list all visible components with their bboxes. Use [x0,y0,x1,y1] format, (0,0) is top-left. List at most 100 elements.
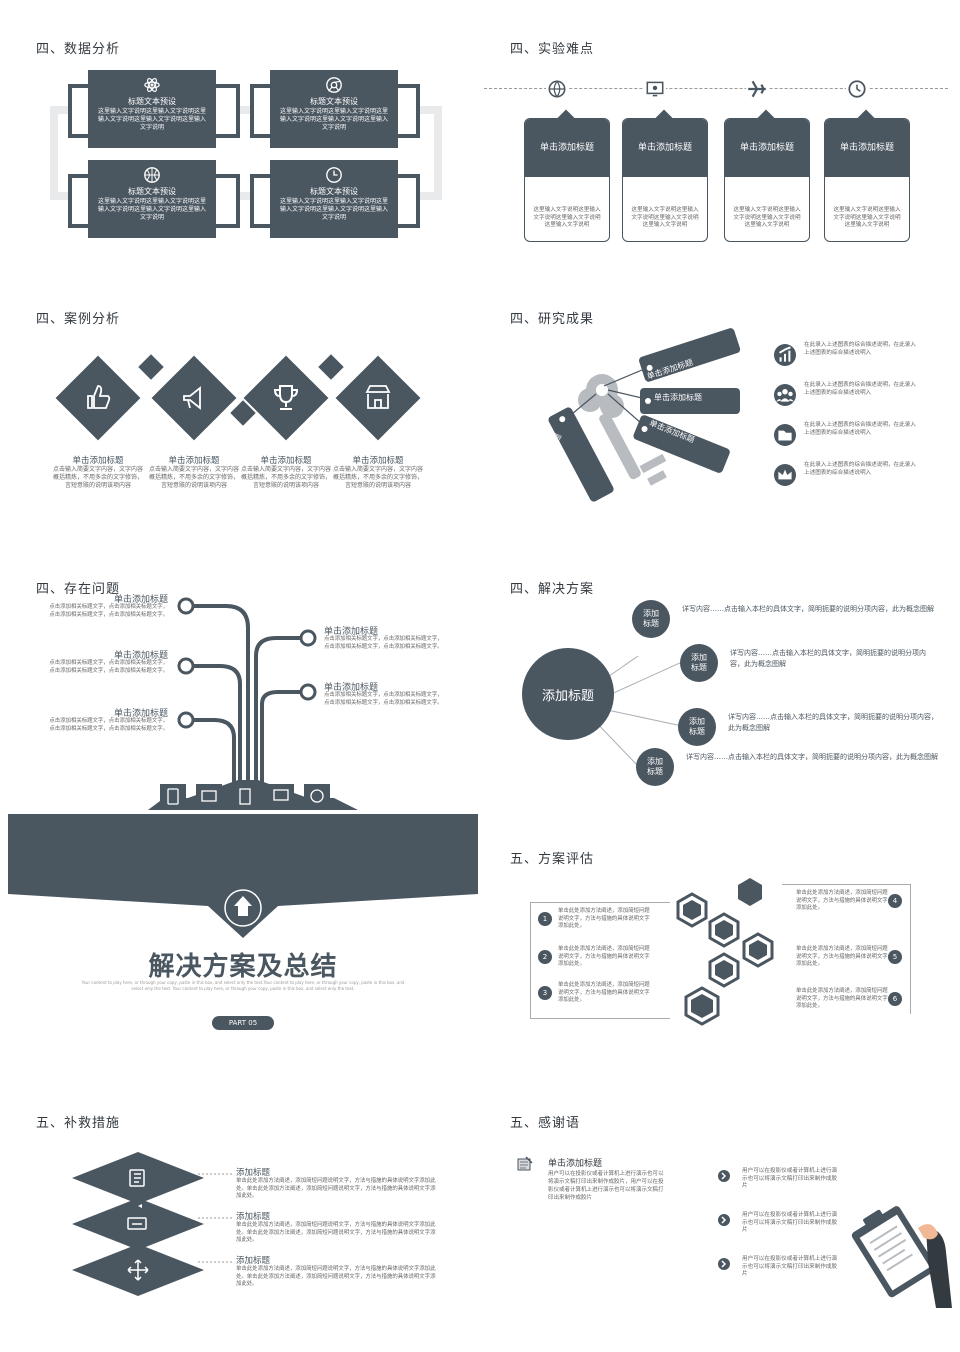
problem-body: 点击添加相关标题文字，点击添加相关标题文字，点击添加相关标题文字，点击添加相关标… [324,636,443,650]
box-head: 标题文本预设 [310,97,358,106]
bracket [214,174,240,228]
problem-head: 单击添加标题 [324,627,379,637]
cover-title: 解决方案及总结 [148,952,338,982]
frame-bg [50,106,442,200]
arrow-right-icon [718,1214,730,1226]
data-box: 标题文本预设 这里输入文字说明这里输入文字说明这里输入文字说明这里输入文字说明这… [270,160,398,238]
cover-banner [8,814,478,938]
step-number: 6 [888,992,902,1006]
remedy-body: 单击此处添加方法阐述，添加简短问题说明文字，方法与措施的具体说明文字添加此处。单… [236,1266,436,1287]
arrow-right-icon [718,1258,730,1270]
card-head: 单击添加标题 [623,119,707,177]
slide-results: 四、研究成果 单击添加标题 单击添加标题 单击添加标题 单击添加标题 在此录入上… [482,278,952,540]
bracket [394,174,420,228]
cover-subtitle: Your content to play here, or through yo… [81,980,405,991]
card-body: 这里输入文字说明这里输入文字说明这里输入文字说明这里输入文字说明 [631,207,699,228]
remedy-head: 添加标题 [236,1256,271,1266]
slide-cases: 四、案例分析 单击添加标题点击输入简要文字内容，文字内容概括精炼，不用多余的文字… [8,278,478,540]
step-text: 单击此处添加方法阐述，添加简短问题说明文字，方法与措施的具体说明文字添加此处。 [796,890,888,911]
case-body: 点击输入简要文字内容，文字内容概括精炼，不用多余的文字修饰，言短意赅的说明该项内… [53,466,144,489]
step-number: 4 [888,894,902,908]
layer-stack [72,1152,204,1296]
slide-title: 四、解决方案 [510,582,595,597]
part-badge: PART 05 [212,1016,274,1030]
thanks-item: 用户可以在投影仪或者计算机上进行演示也可以将演示文稿打印出来制作成胶片 [742,1212,838,1233]
people-icon [774,384,796,406]
bracket [214,84,240,138]
problem-body: 点击添加相关标题文字，点击添加相关标题文字，点击添加相关标题文字，点击添加相关标… [49,660,168,674]
thanks-body: 用户可以在投影仪或者计算机上进行演示也可以将演示文稿打印出来制作成胶片，用户可以… [548,1171,664,1201]
folder-icon [774,424,796,446]
solution-node: 添加 标题 [680,644,718,682]
box-head: 标题文本预设 [128,187,176,196]
center-node: 添加标题 [522,648,614,740]
tag-label: 单击添加标题 [654,393,702,402]
box-head: 标题文本预设 [128,97,176,106]
step-text: 单击此处添加方法阐述，添加简短问题说明文字，方法与措施的具体说明文字添加此处。 [558,982,650,1003]
solution-node: 添加 标题 [678,708,716,746]
problem-body: 点击添加相关标题文字，点击添加相关标题文字，点击添加相关标题文字，点击添加相关标… [49,718,168,732]
remedy-head: 添加标题 [236,1212,271,1222]
card-head: 单击添加标题 [725,119,809,177]
result-text: 在此录入上述图表的综合描述说明，在此录入上述图表的综合描述说明入 [804,342,916,356]
chart-icon [774,344,796,366]
remedy-body: 单击此处添加方法阐述，添加简短问题说明文字，方法与措施的具体说明文字添加此处。单… [236,1178,436,1199]
step-text: 单击此处添加方法阐述，添加简短问题说明文字，方法与措施的具体说明文字添加此处。 [796,946,888,967]
step-number: 3 [538,986,552,1000]
step-number: 1 [538,912,552,926]
slide-problems: 四、存在问题 单击添加标题点击添加相关标题文字，点击添加相关标题文字，点击添加相… [8,548,478,810]
slide-title: 四、实验难点 [510,42,595,57]
card-body: 这里输入文字说明这里输入文字说明这里输入文字说明这里输入文字说明 [733,207,801,228]
atom-icon [144,78,160,92]
slide-title: 四、数据分析 [36,42,121,57]
tree-diagram [148,597,358,810]
globe-icon [546,78,568,100]
case-body: 点击输入简要文字内容，文字内容概括精炼，不用多余的文字修饰，言短意赅的说明该项内… [241,466,332,489]
thanks-item: 用户可以在投影仪或者计算机上进行演示也可以将演示文稿打印出来制作成胶片 [742,1256,838,1277]
clock-icon [846,78,868,100]
data-box: 标题文本预设 这里输入文字说明这里输入文字说明这里输入文字说明这里输入文字说明这… [270,70,398,148]
problem-head: 单击添加标题 [324,683,379,693]
solution-node: 添加 标题 [632,600,670,638]
bracket-line [530,1018,670,1019]
step-text: 单击此处添加方法阐述，添加简短问题说明文字，方法与措施的具体说明文字添加此处。 [558,946,650,967]
case-head: 单击添加标题 [352,456,404,466]
box-body: 这里输入文字说明这里输入文字说明这里输入文字说明这里输入文字说明这里输入文字说明 [279,108,388,131]
data-box: 标题文本预设 这里输入文字说明这里输入文字说明这里输入文字说明这里输入文字说明这… [88,160,216,238]
chrome-icon [326,77,342,93]
ball-icon [144,167,160,183]
solution-text: 详写内容……点击输入本栏的具体文字，简明扼要的说明分项内容，此为概念图解 [730,649,926,668]
step-number: 5 [888,950,902,964]
problem-body: 点击添加相关标题文字，点击添加相关标题文字，点击添加相关标题文字，点击添加相关标… [324,692,443,706]
slide-section-cover: 解决方案及总结 Your content to play here, or th… [8,810,478,1072]
bracket-line [782,884,910,885]
hexagon-cluster [676,878,774,1026]
result-text: 在此录入上述图表的综合描述说明，在此录入上述图表的综合描述说明入 [804,382,916,396]
diamond-row [138,354,344,426]
thanks-item: 用户可以在投影仪或者计算机上进行演示也可以将演示文稿打印出来制作成胶片 [742,1168,838,1189]
problem-head: 单击添加标题 [113,651,168,661]
slide-title: 五、方案评估 [510,852,595,867]
card-head: 单击添加标题 [525,119,609,177]
clipboard-illustration [851,1206,952,1308]
problem-head: 单击添加标题 [113,595,168,605]
box-body: 这里输入文字说明这里输入文字说明这里输入文字说明这里输入文字说明这里输入文字说明 [97,108,206,131]
step-text: 单击此处添加方法阐述，添加简短问题说明文字，方法与措施的具体说明文字添加此处。 [796,988,888,1009]
box-head: 标题文本预设 [310,187,358,196]
slide-title: 五、感谢语 [510,1116,581,1131]
tag [633,415,730,473]
difficulty-card: 单击添加标题这里输入文字说明这里输入文字说明这里输入文字说明这里输入文字说明 [524,118,610,242]
difficulty-card: 单击添加标题这里输入文字说明这里输入文字说明这里输入文字说明这里输入文字说明 [824,118,910,242]
tag [548,407,614,502]
bracket-line [910,884,911,1014]
slide-title: 五、补救措施 [36,1116,121,1131]
connector-dashes [198,1173,234,1263]
remedy-head: 添加标题 [236,1168,271,1178]
data-box: 标题文本预设 这里输入文字说明这里输入文字说明这里输入文字说明这里输入文字说明这… [88,70,216,148]
thanks-head: 单击添加标题 [548,1159,603,1169]
thumbs-up-icon [82,382,114,414]
solution-text: 详写内容……点击输入本栏的具体文字，简明扼要的说明分项内容，此为概念图解 [682,605,934,613]
solution-node: 添加 标题 [636,748,674,786]
problem-head: 单击添加标题 [113,709,168,719]
card-body: 这里输入文字说明这里输入文字说明这里输入文字说明这里输入文字说明 [533,207,601,228]
